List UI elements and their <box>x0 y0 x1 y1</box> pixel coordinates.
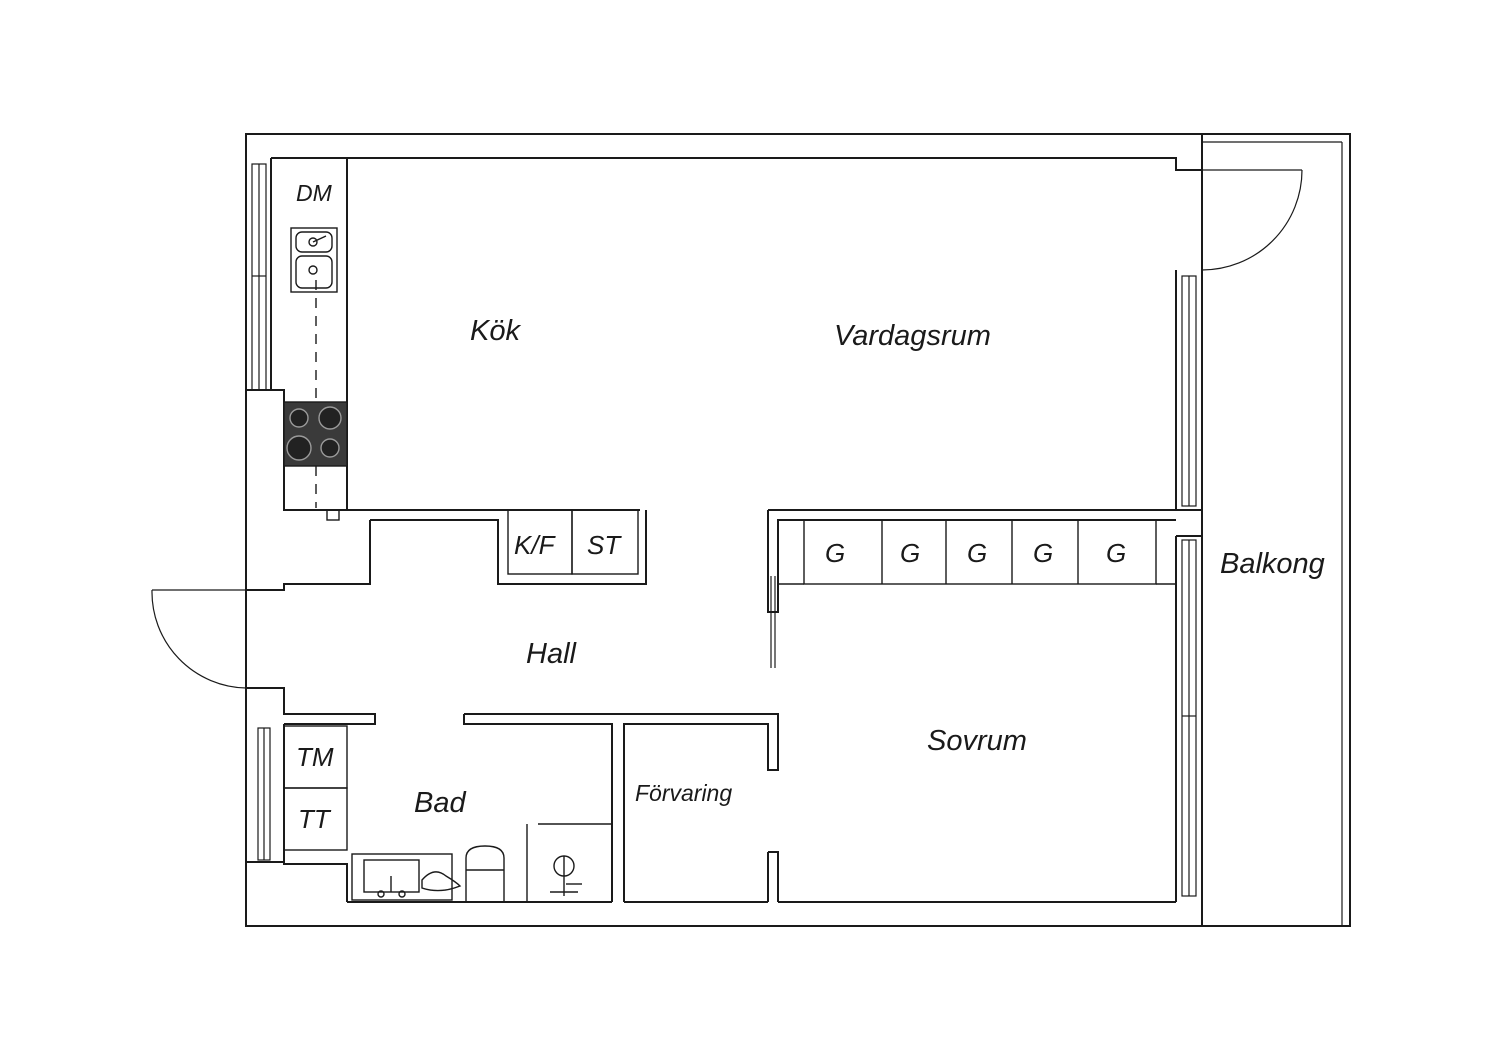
storage-label: Förvaring <box>635 780 732 806</box>
laundry-units <box>283 725 348 851</box>
dishwasher-label: DM <box>296 180 333 206</box>
wardrobe-label: G <box>1106 538 1126 568</box>
fridge-freezer-label: K/F <box>514 530 557 560</box>
outer-walls <box>245 133 1351 927</box>
wardrobe-row <box>778 519 1176 585</box>
interior-walls <box>246 157 1202 903</box>
kitchen-fixtures <box>283 227 639 575</box>
wardrobe-labels: G G G G G <box>825 538 1126 568</box>
bathroom-fixtures <box>351 823 612 902</box>
fridge-cabinet-units <box>507 509 639 575</box>
living-room-label: Vardagsrum <box>834 320 991 352</box>
hall-label: Hall <box>526 638 578 670</box>
appliance-labels: DM K/F ST TM TT <box>296 180 622 834</box>
balcony-label: Balkong <box>1220 548 1325 580</box>
balcony-door[interactable] <box>1201 169 1303 271</box>
wardrobe-label: G <box>825 538 845 568</box>
room-labels: Kök Vardagsrum Hall Bad Förvaring Sovrum… <box>414 315 1325 819</box>
tall-cabinet-label: ST <box>587 530 622 560</box>
wardrobe-label: G <box>967 538 987 568</box>
toilet-icon <box>465 845 505 902</box>
kitchen-label: Kök <box>470 315 521 347</box>
washer-label: TM <box>296 742 334 772</box>
dryer-label: TT <box>298 804 332 834</box>
doors <box>151 169 1303 689</box>
bath-sink-icon <box>351 853 462 901</box>
bath-label: Bad <box>414 787 466 819</box>
sink-icon <box>290 227 338 293</box>
bedroom-label: Sovrum <box>927 725 1027 757</box>
shower-icon <box>526 823 612 902</box>
windows <box>251 163 1197 897</box>
stove-icon <box>283 401 348 467</box>
entrance-door[interactable] <box>151 589 247 689</box>
wardrobe-label: G <box>1033 538 1053 568</box>
wardrobe-label: G <box>900 538 920 568</box>
